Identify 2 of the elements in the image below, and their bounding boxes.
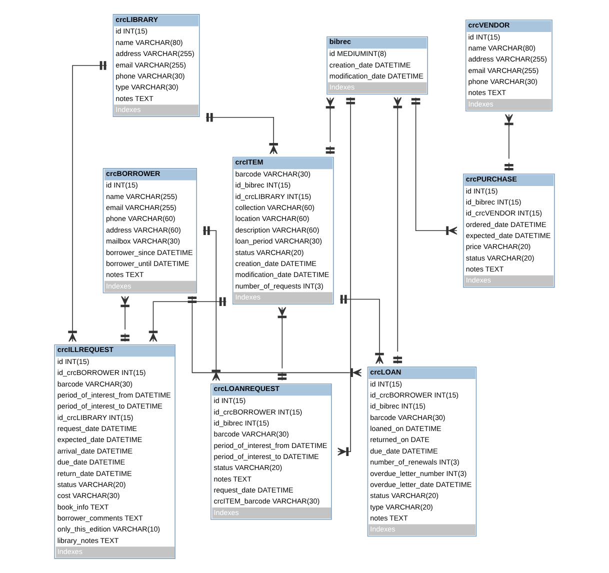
connector [120,296,130,342]
connector [206,112,278,154]
